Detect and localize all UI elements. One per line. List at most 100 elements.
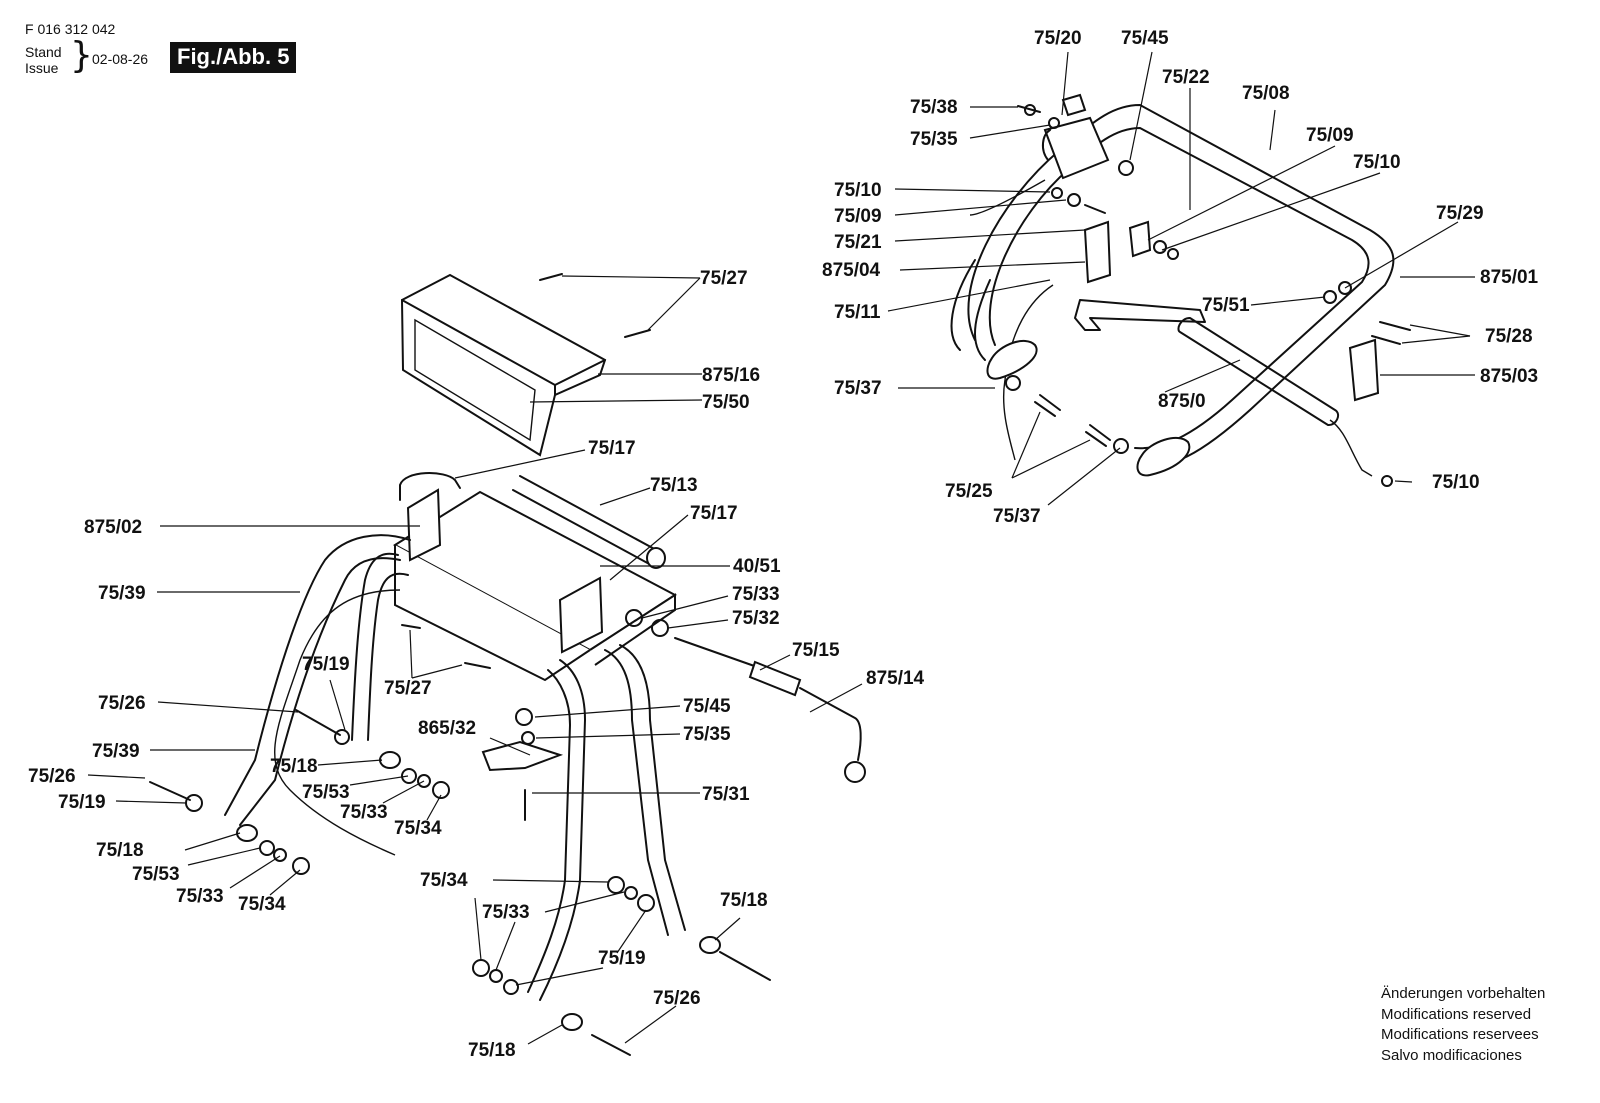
bolt-75-25-b <box>1085 424 1111 447</box>
u-bolt-top <box>399 472 461 501</box>
callout-label: 75/18 <box>468 1040 516 1061</box>
lower-handle-left <box>224 534 411 826</box>
callout-label: 75/20 <box>1034 28 1082 49</box>
callout-label: 75/15 <box>792 640 840 661</box>
console-assembly <box>149 273 866 1056</box>
callout-label: 75/39 <box>92 741 140 762</box>
figure-badge: Fig./Abb. 5 <box>170 42 297 73</box>
callout-label: 75/10 <box>834 180 882 201</box>
callout-label: 875/14 <box>866 668 925 689</box>
cross-bar <box>1177 317 1339 427</box>
throttle-rod <box>1329 419 1373 477</box>
callout-label: 75/34 <box>238 894 286 915</box>
callout-label: 75/32 <box>732 608 780 629</box>
screw-75-27-a <box>539 273 563 281</box>
modifications-note: Änderungen vorbehalten Modifications res… <box>1381 984 1545 1066</box>
callout-label: 75/22 <box>1162 67 1210 88</box>
callout-label: 75/11 <box>834 302 881 323</box>
link-plate-left <box>986 339 1038 380</box>
bolt-75-25-a <box>1034 394 1061 417</box>
note-line: Salvo modificaciones <box>1381 1046 1522 1064</box>
callout-label: 875/02 <box>84 517 142 538</box>
callout-label: 75/33 <box>732 584 780 605</box>
link-plate-right <box>1136 436 1191 477</box>
callout-label: 75/27 <box>700 268 748 289</box>
switch-box <box>1042 93 1110 180</box>
callout-label: 75/27 <box>384 678 432 699</box>
callout-label: 75/38 <box>910 97 958 118</box>
callout-label: 865/32 <box>418 718 476 739</box>
lever-pivot <box>1128 220 1152 258</box>
callout-label: 75/39 <box>98 583 146 604</box>
clamp-875-04 <box>1083 220 1112 284</box>
callout-label: 75/19 <box>598 948 646 969</box>
issue-date: 02-08-26 <box>92 51 149 67</box>
note-line: Modifications reservees <box>1381 1026 1539 1043</box>
callout-label: 75/28 <box>1485 326 1533 347</box>
note-line: Modifications reserved <box>1381 1005 1532 1023</box>
clamp-875-03 <box>1348 338 1380 402</box>
issue-label: Issue <box>25 60 59 76</box>
callout-label: 75/18 <box>96 840 144 861</box>
drawing-number: F 016 312 042 <box>25 21 116 37</box>
callout-label: 75/09 <box>1306 125 1354 146</box>
callout-label: 75/21 <box>834 232 882 253</box>
handlebar-assembly <box>950 93 1411 487</box>
callout-label: 75/08 <box>1242 83 1290 104</box>
note-line: Änderungen vorbehalten <box>1381 985 1546 1002</box>
callout-label: 75/45 <box>683 696 731 717</box>
cable-end <box>799 687 862 761</box>
stand-issue-label: Stand Issue <box>25 44 62 76</box>
callout-label: 75/25 <box>945 481 993 502</box>
callout-label: 875/03 <box>1480 366 1538 387</box>
side-plate-left <box>406 488 442 562</box>
callout-label: 75/51 <box>1202 295 1250 316</box>
cover-875-16 <box>400 273 607 457</box>
cable-sleeve <box>748 660 802 697</box>
callout-label: 875/04 <box>822 260 881 281</box>
small-hardware-lower <box>149 609 771 1056</box>
bracket-plate <box>1074 299 1206 331</box>
callout-label: 75/31 <box>702 784 750 805</box>
callout-label: 75/34 <box>420 870 468 891</box>
switch-cable <box>969 179 1054 461</box>
cable-75-39 <box>274 589 401 856</box>
callout-labels: 75/20 75/45 75/22 75/08 75/38 75/35 75/0… <box>28 28 1539 1061</box>
callout-label: 75/17 <box>588 438 636 459</box>
callout-label: 75/10 <box>1353 152 1401 173</box>
callout-label: 75/53 <box>132 864 180 885</box>
callout-label: 75/33 <box>340 802 388 823</box>
callout-label: 75/09 <box>834 206 882 227</box>
callout-label: 75/29 <box>1436 203 1484 224</box>
callout-label: 40/51 <box>733 556 781 577</box>
callout-label: 75/26 <box>28 766 76 787</box>
lower-handle-right-b <box>604 644 686 936</box>
callout-label: 875/01 <box>1480 267 1539 288</box>
callout-label: 75/18 <box>720 890 768 911</box>
shaft-75-13 <box>512 475 661 567</box>
screw-75-27-b <box>624 329 651 338</box>
handlebar-tube-inner <box>988 127 1370 450</box>
callout-label: 75/26 <box>653 988 701 1009</box>
callout-label: 75/17 <box>690 503 738 524</box>
throttle-rod-lower <box>674 637 761 669</box>
plate-865-32 <box>481 740 564 772</box>
small-hardware-upper <box>1005 104 1411 487</box>
callout-label: 75/33 <box>176 886 224 907</box>
callout-label: 75/35 <box>683 724 731 745</box>
callout-label: 75/45 <box>1121 28 1169 49</box>
callout-label: 75/13 <box>650 475 698 496</box>
callout-label: 75/50 <box>702 392 750 413</box>
callout-label: 75/35 <box>910 129 958 150</box>
callout-label: 75/33 <box>482 902 530 923</box>
cover-window <box>414 318 536 442</box>
callout-label: 75/37 <box>834 378 882 399</box>
callout-label: 75/18 <box>270 756 318 777</box>
callout-label: 75/53 <box>302 782 350 803</box>
callout-label: 875/0 <box>1158 391 1206 412</box>
handlebar-left-arm <box>950 259 991 361</box>
handlebar-tube-outer <box>967 104 1395 467</box>
stand-label: Stand <box>25 44 62 60</box>
callout-label: 75/19 <box>302 654 350 675</box>
